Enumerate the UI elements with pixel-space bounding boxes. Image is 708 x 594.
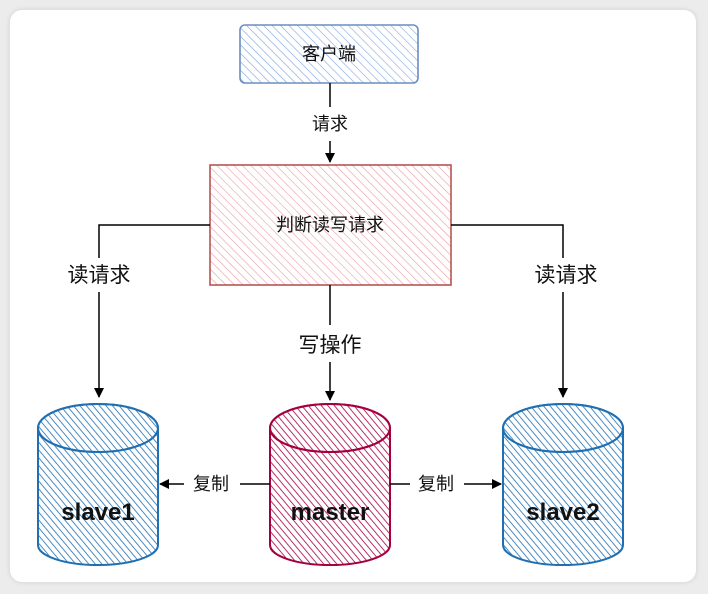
- read-left-edge: 读请求: [68, 224, 210, 398]
- write-edge-label: 写操作: [299, 333, 362, 357]
- write-edge: 写操作: [299, 285, 362, 401]
- client-node: 客户端: [239, 24, 419, 84]
- request-edge: 请求: [312, 83, 348, 163]
- master-label: master: [291, 499, 370, 526]
- read-right-edge: 读请求: [451, 224, 598, 398]
- replicate-right-edge: 复制: [390, 474, 502, 495]
- slave2-database: slave2: [502, 403, 624, 566]
- slave1-label: slave1: [61, 499, 134, 526]
- judge-label: 判断读写请求: [276, 215, 384, 236]
- master-database: master: [269, 403, 391, 566]
- judge-node: 判断读写请求: [209, 164, 452, 286]
- replicate-right-label: 复制: [418, 474, 454, 495]
- slave2-label: slave2: [526, 499, 599, 526]
- slave1-database: slave1: [37, 403, 159, 566]
- read-left-label: 读请求: [68, 263, 131, 287]
- read-right-label: 读请求: [535, 263, 598, 287]
- client-label: 客户端: [302, 44, 356, 65]
- replicate-left-label: 复制: [193, 474, 229, 495]
- request-edge-label: 请求: [312, 114, 348, 135]
- replicate-left-edge: 复制: [159, 474, 270, 495]
